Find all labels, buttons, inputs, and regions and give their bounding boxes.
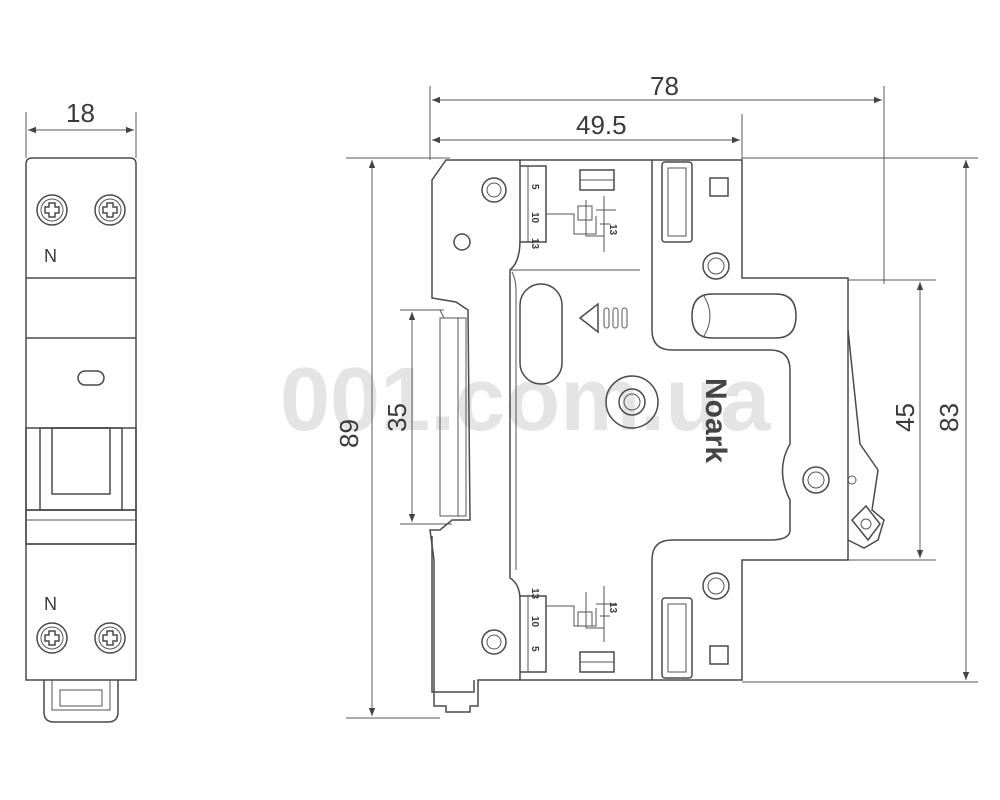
svg-text:13: 13	[607, 602, 618, 614]
rail-width-dim: 49.5	[576, 110, 627, 140]
strip-gauge-top: 5 10 13 13	[520, 165, 618, 252]
overall-height-dim: 89	[334, 419, 364, 448]
rivet-icon	[481, 629, 507, 655]
rivet-icon	[453, 233, 471, 251]
brand-logo: Noark	[699, 378, 732, 463]
rail-height-dim: 35	[382, 403, 412, 432]
rivet-icon	[702, 572, 730, 600]
top-terminal-label: N	[44, 246, 57, 266]
mounting-slot	[519, 283, 563, 385]
rivet-icon	[802, 466, 830, 494]
side-view: 78 49.5 89 35 45 83	[334, 71, 978, 719]
terminal-screw-icon	[36, 622, 68, 654]
terminal-screw-icon	[94, 194, 126, 226]
terminal-screw-icon	[36, 194, 68, 226]
overall-width-dim: 78	[650, 71, 679, 101]
rivet-icon	[605, 375, 659, 429]
body-height-dim: 83	[934, 403, 964, 432]
bottom-terminal-label: N	[44, 594, 57, 614]
strip-gauge-bottom: 13 10 5 13	[520, 586, 618, 673]
release-slot	[691, 293, 797, 339]
svg-text:5: 5	[529, 184, 540, 190]
rivet-icon	[481, 177, 507, 203]
svg-text:13: 13	[529, 238, 540, 250]
front-view: 18 N N	[25, 98, 137, 723]
svg-text:13: 13	[529, 588, 540, 600]
indicator-window	[77, 370, 105, 386]
svg-text:5: 5	[529, 646, 540, 652]
svg-text:10: 10	[529, 212, 540, 224]
svg-text:10: 10	[529, 616, 540, 628]
svg-text:13: 13	[607, 224, 618, 236]
terminal-screw-icon	[94, 622, 126, 654]
front-height-dim: 45	[890, 403, 920, 432]
rivet-icon	[702, 252, 730, 280]
direction-arrow-icon	[578, 302, 628, 334]
front-width-dim: 18	[66, 98, 95, 128]
watermark: 001.com.ua	[280, 350, 771, 450]
